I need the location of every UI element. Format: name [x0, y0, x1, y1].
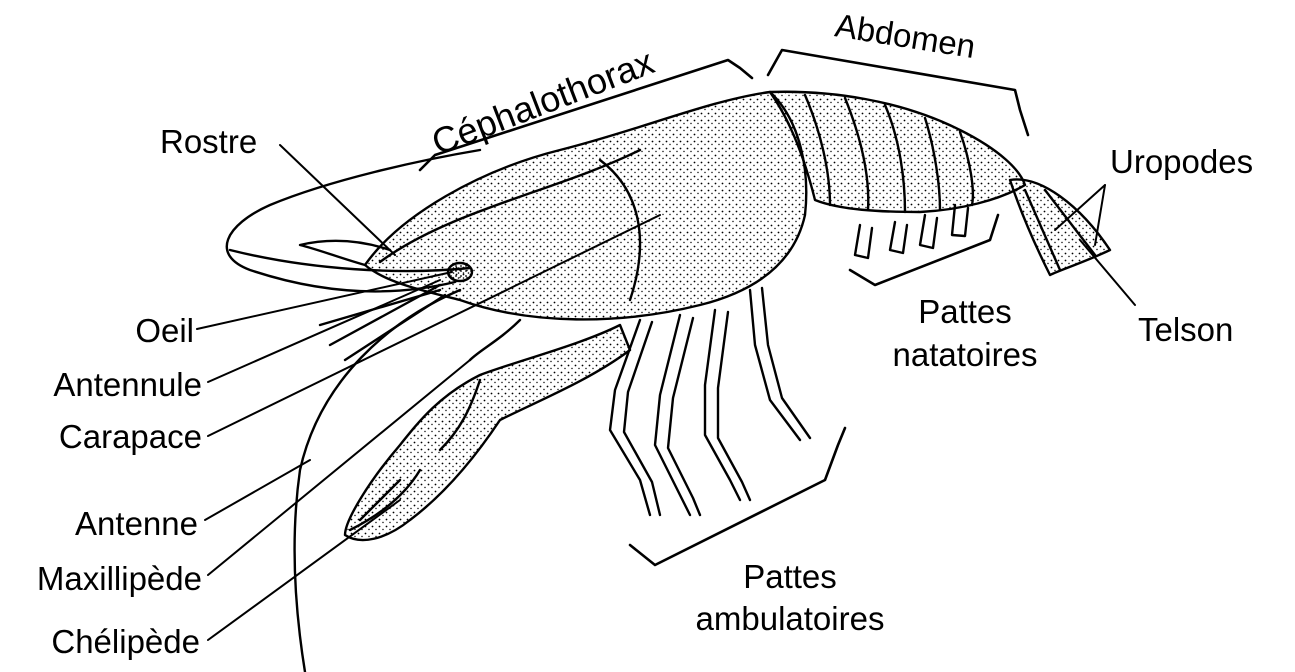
walking-leg-4 [750, 290, 800, 440]
antennule-leader [208, 280, 440, 382]
label-telson: Telson [1138, 313, 1233, 346]
label-pattes-ambulatoires-line1: Pattes [690, 560, 890, 593]
label-oeil: Oeil [110, 314, 194, 347]
label-chelipede: Chélipède [0, 625, 200, 658]
antenne-leader [205, 460, 310, 520]
label-antennule: Antennule [20, 368, 202, 401]
label-uropodes: Uropodes [1110, 145, 1253, 178]
label-pattes-natatoires-line2: natatoires [880, 338, 1050, 371]
label-pattes-natatoires-line1: Pattes [880, 295, 1050, 328]
label-rostre: Rostre [160, 125, 257, 158]
chelipede-leader [208, 500, 400, 640]
rostre-leader [280, 145, 395, 255]
abdomen-shape [770, 92, 1025, 212]
label-carapace: Carapace [20, 420, 202, 453]
label-maxillipede: Maxillipède [0, 562, 202, 595]
label-pattes-ambulatoires-line2: ambulatoires [670, 602, 910, 635]
walking-leg-3 [705, 310, 740, 500]
label-antenne: Antenne [20, 507, 198, 540]
